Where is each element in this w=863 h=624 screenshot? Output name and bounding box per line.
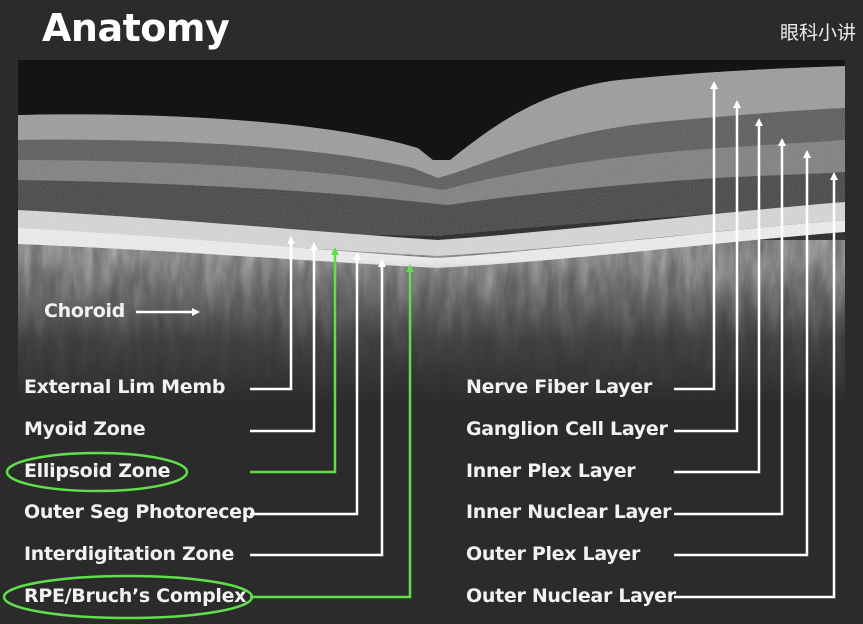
arrow-ellipsoid-zone	[250, 247, 339, 474]
label-external-lim-memb: External Lim Memb	[24, 376, 226, 398]
arrow-outer-nuclear-layer	[674, 172, 838, 599]
label-outer-seg-photorecep: Outer Seg Photorecep	[24, 501, 256, 523]
arrow-inner-plex-layer	[674, 118, 763, 474]
label-rpe-bruchs-complex: RPE/Bruch’s Complex	[24, 585, 247, 607]
arrow-outer-plex-layer	[674, 150, 811, 557]
label-ganglion-cell-layer: Ganglion Cell Layer	[466, 418, 668, 440]
highlight-rpe-bruchs-complex	[2, 574, 254, 620]
label-inner-nuclear-layer: Inner Nuclear Layer	[466, 501, 672, 523]
highlight-ellipsoid-zone	[5, 451, 189, 493]
label-myoid-zone: Myoid Zone	[24, 418, 146, 440]
arrow-outer-seg-photorecep	[250, 252, 361, 516]
arrow-interdigitation-zone	[250, 259, 386, 557]
label-outer-nuclear-layer: Outer Nuclear Layer	[466, 585, 676, 607]
label-nerve-fiber-layer: Nerve Fiber Layer	[466, 376, 652, 398]
label-ellipsoid-zone: Ellipsoid Zone	[24, 460, 171, 482]
vitreous-space	[18, 60, 845, 160]
label-outer-plex-layer: Outer Plex Layer	[466, 543, 641, 565]
label-interdigitation-zone: Interdigitation Zone	[24, 543, 235, 565]
slide-title: Anatomy	[42, 6, 230, 50]
arrow-rpe-bruchs-complex	[250, 264, 414, 599]
choroid-label: Choroid	[44, 300, 125, 322]
arrow-ganglion-cell-layer	[674, 100, 741, 433]
arrow-nerve-fiber-layer	[674, 81, 718, 391]
arrow-myoid-zone	[250, 242, 318, 433]
arrow-inner-nuclear-layer	[674, 138, 786, 516]
arrow-external-lim-memb	[250, 236, 295, 391]
watermark-text: 眼科小讲	[780, 22, 857, 44]
label-inner-plex-layer: Inner Plex Layer	[466, 460, 636, 482]
